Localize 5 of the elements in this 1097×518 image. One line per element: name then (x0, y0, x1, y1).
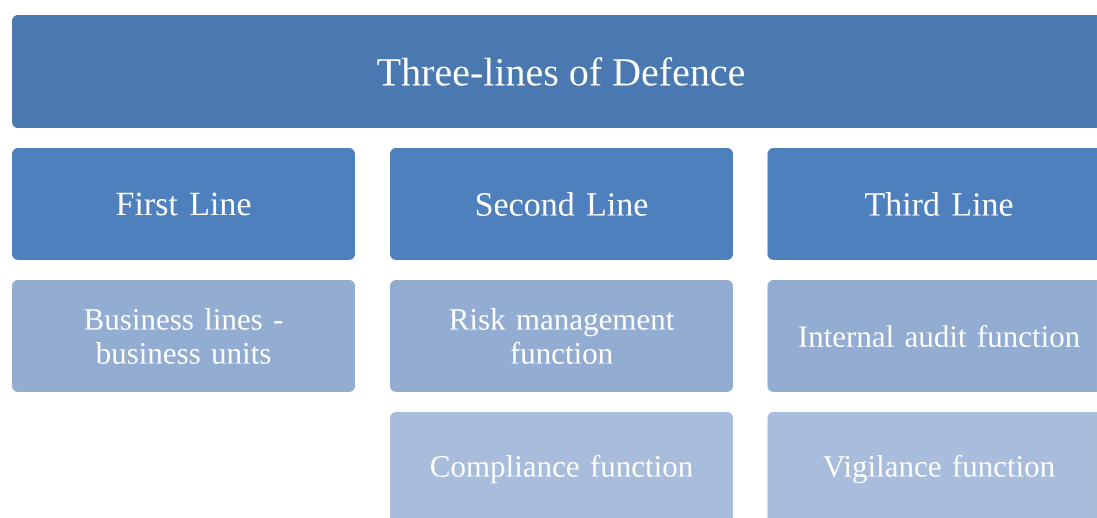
line-box: Compliance function (390, 412, 733, 518)
line-box: Third Line (767, 148, 1097, 260)
line-box: Vigilance function (767, 412, 1097, 518)
title-banner: Three-lines of Defence (12, 15, 1097, 128)
line-box: Internal audit function (767, 280, 1097, 392)
